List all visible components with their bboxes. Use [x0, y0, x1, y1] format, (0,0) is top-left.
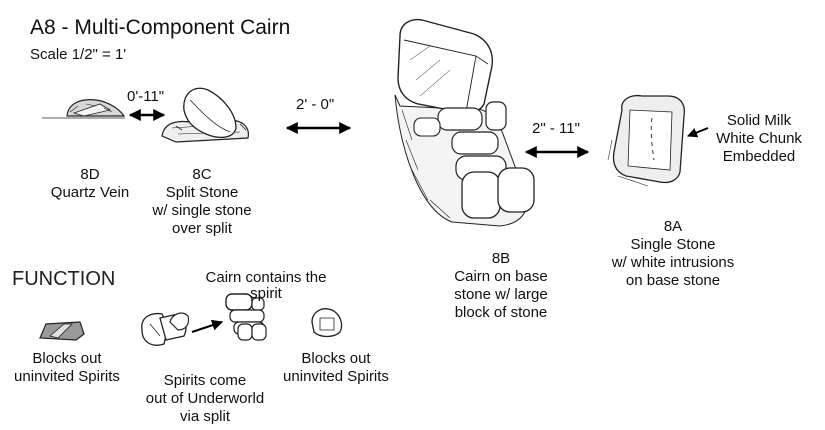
cairn-with-block [394, 18, 535, 227]
function-cairn [225, 293, 267, 341]
single-stone-white-intrusion [607, 94, 686, 187]
component-8b-line2: stone w/ large [454, 286, 548, 303]
function-cairn-line1: Cairn contains the [205, 269, 327, 286]
function-block-label-2: Blocks out uninvited Spirits [276, 350, 396, 386]
function-spirits-line1: Spirits come [163, 372, 247, 389]
function-block-label-1: Blocks out uninvited Spirits [8, 350, 126, 386]
component-8c-id: 8C [192, 166, 212, 183]
component-8c-line2: w/ single stone [152, 202, 252, 219]
component-8c-line3: over split [171, 220, 233, 237]
diagram-title: A8 - Multi-Component Cairn [30, 16, 291, 39]
component-8c-line1: Split Stone [165, 184, 239, 201]
intrusion-note: Solid Milk White Chunk Embedded [704, 112, 814, 166]
component-8c-label: 8C Split Stone w/ single stone over spli… [147, 166, 257, 238]
component-8b-label: 8B Cairn on base stone w/ large block of… [436, 250, 566, 322]
function-single-stone [311, 308, 343, 338]
intrusion-note-line2: White Chunk [716, 130, 802, 147]
split-stone [161, 87, 249, 143]
component-8a-line2: w/ white intrusions [611, 254, 735, 271]
component-8b-line3: block of stone [454, 304, 548, 321]
function-cairn-label: Cairn contains the spirit [186, 270, 346, 302]
intrusion-note-line3: Embedded [722, 148, 796, 165]
component-8d-id: 8D [80, 166, 100, 183]
function-arrow [191, 319, 224, 334]
component-8b-line1: Cairn on base [454, 268, 548, 285]
function-block2-line1: Blocks out [301, 350, 371, 367]
function-cairn-line2: spirit [250, 285, 282, 302]
function-block1-line1: Blocks out [32, 350, 102, 367]
component-8a-id: 8A [663, 218, 683, 235]
quartz-vein-stone [42, 99, 126, 119]
scale-note: Scale 1/2" = 1' [30, 46, 127, 63]
function-spirits-line2: out of Underworld [145, 390, 265, 407]
component-8a-label: 8A Single Stone w/ white intrusions on b… [598, 218, 748, 290]
function-spirits-line3: via split [179, 408, 231, 425]
function-heading: FUNCTION [12, 268, 116, 290]
component-8a-line1: Single Stone [630, 236, 716, 253]
dimension-label-8d-8c: 0'-11" [127, 88, 165, 105]
function-spirits-label: Spirits come out of Underworld via split [140, 372, 270, 426]
function-block2-line2: uninvited Spirits [283, 368, 389, 385]
dimension-label-8c-8b: 2' - 0" [296, 96, 335, 113]
component-8d-label: 8D Quartz Vein [40, 166, 140, 202]
dimension-label-8b-8a: 2" - 11" [532, 120, 580, 137]
function-quartz-stone [39, 321, 85, 341]
component-8b-id: 8B [491, 250, 511, 267]
function-split-stone [141, 312, 190, 346]
intrusion-note-line1: Solid Milk [726, 112, 792, 129]
function-block1-line2: uninvited Spirits [14, 368, 120, 385]
note-arrow [687, 127, 709, 138]
component-8a-line3: on base stone [625, 272, 721, 289]
component-8d-desc: Quartz Vein [50, 184, 130, 201]
